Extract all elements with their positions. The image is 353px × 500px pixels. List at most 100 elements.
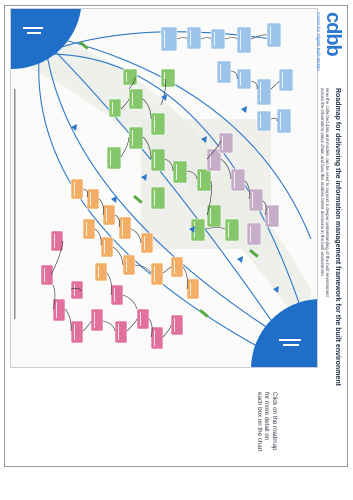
connector-39 (250, 80, 258, 90)
blue-box-3 (236, 26, 252, 54)
connector-41 (270, 118, 278, 122)
orange-box-text-31 (74, 182, 75, 196)
connector-27 (64, 308, 72, 332)
green-box-text-16 (154, 152, 155, 168)
lane-arc-2 (45, 48, 302, 350)
blue-box-9 (276, 108, 292, 134)
connector-16 (82, 188, 88, 198)
connector-7 (120, 136, 130, 158)
purple-box-text-26 (234, 172, 235, 188)
pink-box-text-44 (44, 268, 45, 282)
green-box-11 (108, 98, 122, 118)
blue-box-10 (256, 110, 272, 132)
orange-box-text-34 (122, 220, 123, 236)
arc-marker-0 (71, 124, 77, 131)
orange-box-32 (86, 188, 100, 210)
connector-12 (206, 140, 222, 160)
arc-marker-1 (141, 174, 147, 181)
blue-box-text-5 (220, 64, 221, 80)
green-box-13 (150, 112, 166, 136)
green-box-15 (106, 146, 122, 170)
pink-box-48 (114, 320, 128, 344)
pink-box-50 (150, 326, 164, 350)
pink-box-text-49 (140, 312, 141, 326)
green-box-text-12 (132, 92, 133, 106)
orange-box-text-36 (86, 222, 87, 236)
green-box-text-21 (194, 222, 195, 238)
blue-box-5 (216, 60, 232, 84)
connector-0 (176, 37, 188, 40)
pink-box-45 (52, 298, 66, 322)
connector-29 (102, 320, 116, 332)
roadmap-diagram[interactable] (10, 8, 318, 368)
arc-label-0 (79, 41, 89, 50)
purple-box-26 (230, 168, 246, 192)
blue-box-2 (210, 28, 226, 50)
blue-box-6 (236, 68, 252, 90)
blue-box-text-10 (260, 114, 261, 128)
center-band (31, 39, 311, 339)
lane-arc-1 (40, 53, 312, 340)
connector-4 (120, 98, 130, 110)
roadmap-title: Roadmap for delivering the information m… (334, 88, 341, 386)
orange-box-34 (118, 216, 132, 240)
pink-box-text-45 (56, 302, 57, 318)
pink-box-text-43 (54, 234, 55, 248)
arc-marker-5 (237, 256, 243, 263)
pink-box-text-52 (114, 288, 115, 302)
blue-box-7 (256, 78, 272, 106)
blue-box-text-6 (240, 72, 241, 86)
arc-marker-6 (161, 94, 167, 101)
connector-2 (224, 37, 238, 40)
purple-box-text-27 (252, 192, 253, 208)
pink-box-text-46 (74, 324, 75, 340)
connector-11 (204, 227, 226, 230)
connector-23 (162, 266, 172, 274)
connector-26 (52, 284, 56, 310)
cdbb-logo: cdbb (322, 12, 344, 56)
connector-10 (206, 180, 212, 216)
connector-30 (126, 318, 138, 332)
blue-box-text-7 (260, 82, 261, 102)
connector-40 (270, 80, 280, 90)
connector-3 (250, 34, 268, 40)
lane-arc-3 (38, 58, 282, 360)
connector-18 (114, 214, 120, 228)
orange-box-36 (82, 218, 96, 240)
connector-13 (220, 158, 232, 180)
orange-box-39 (150, 262, 164, 286)
green-box-text-22 (154, 190, 155, 206)
arc-marker-2 (201, 136, 207, 143)
arc-label-2 (199, 309, 209, 318)
purple-box-29 (246, 222, 262, 246)
connector-1 (200, 37, 212, 40)
lane-arc-4 (60, 38, 312, 240)
orange-box-33 (102, 204, 116, 226)
pink-box-text-47 (94, 312, 95, 328)
connector-24 (182, 266, 188, 290)
green-box-12 (128, 88, 144, 110)
connector-22 (134, 264, 152, 274)
orange-box-40 (170, 256, 184, 278)
purple-box-text-29 (250, 226, 251, 242)
connector-5 (142, 98, 152, 120)
purple-box-text-30 (222, 136, 223, 150)
pink-box-53 (70, 280, 84, 300)
orange-box-text-39 (154, 266, 155, 282)
pink-box-47 (90, 308, 104, 332)
click-caption-text: Click on the roadmap for more detail on … (256, 392, 278, 452)
green-box-text-18 (200, 172, 201, 188)
purple-box-28 (264, 204, 280, 228)
green-box-text-17 (176, 164, 177, 180)
connector-35 (70, 288, 82, 292)
click-caption: Click on the roadmap for more detail on … (256, 392, 278, 452)
orange-box-42 (94, 262, 108, 282)
pink-box-52 (110, 284, 124, 306)
blue-box-1 (186, 26, 202, 50)
green-box-14 (128, 126, 144, 150)
orange-box-text-40 (174, 260, 175, 274)
blue-box-8 (278, 68, 294, 92)
orange-box-31 (70, 178, 84, 200)
orange-box-37 (100, 236, 114, 258)
orange-box-text-32 (90, 192, 91, 206)
